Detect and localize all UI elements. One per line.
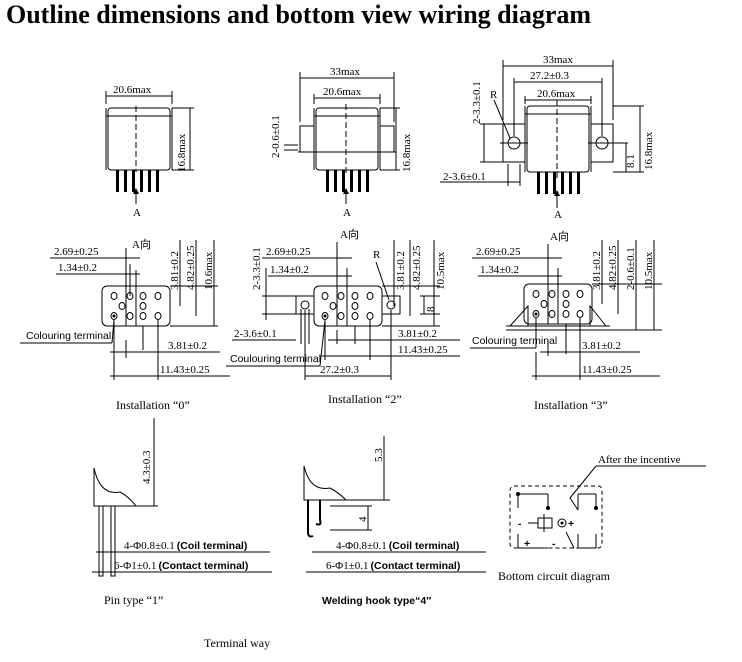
p4-coil-text: 4-Φ0.8±0.1(Coil terminal) xyxy=(336,540,459,552)
b0-aview-label: A向 xyxy=(132,237,151,251)
b3-aview-label: A向 xyxy=(550,229,569,243)
terminal-way-label: Terminal way xyxy=(204,636,270,650)
circuit-minus-top: - xyxy=(518,518,522,530)
b2-v3-label: 10.5max xyxy=(435,251,447,290)
terminal-pin-group xyxy=(532,290,584,318)
p1-contact-prefix: 6-Φ1±0.1 xyxy=(114,560,157,572)
b3-v2-label: 4.82±0.25 xyxy=(607,245,619,290)
v3-height-label: 16.8max xyxy=(643,131,655,170)
p1-contact-text: 6-Φ1±0.1(Contact terminal) xyxy=(114,560,248,572)
p4-contact-text: 6-Φ1±0.1(Contact terminal) xyxy=(326,560,460,572)
b2-h2-label: 11.43±0.25 xyxy=(398,344,448,356)
v2-holes-label: 2-0.6±0.1 xyxy=(270,115,282,158)
b3-v1-label: 3.81±0.2 xyxy=(591,251,603,290)
v3-overall-label: 33max xyxy=(543,54,573,66)
b2-caption: Installation “2” xyxy=(328,392,402,406)
page-title: Outline dimensions and bottom view wirin… xyxy=(6,0,592,29)
b3-colour-label: Colouring terminal xyxy=(472,335,557,347)
b2-v1-label: 3.81±0.2 xyxy=(395,251,407,290)
p4-height-label: 5.3 xyxy=(373,448,385,462)
v2-width-label: 20.6max xyxy=(323,86,362,98)
b3-h1-label: 3.81±0.2 xyxy=(582,340,621,352)
v3-arrow-label: A xyxy=(554,209,562,221)
bottom-view-installation-3: 2.69±0.25 1.34±0.2 A向 3.81±0.2 4.82±0.25… xyxy=(470,229,662,412)
v2-height-label: 16.8max xyxy=(401,133,413,172)
b3-d1-label: 2.69±0.25 xyxy=(476,246,521,258)
b3-v4-label: 10.5max xyxy=(643,251,655,290)
side-view-installation-2: 33max 20.6max 16.8max 2-0.6±0.1 A xyxy=(270,66,413,219)
p4-hook-label: 4 xyxy=(357,516,369,522)
welding-hook-type-4-detail: 5.3 4 4-Φ0.8±0.1(Coil terminal) 6-Φ1±0.1… xyxy=(303,436,486,607)
bottom-view-installation-0: 2.69±0.25 1.34±0.2 A向 3.81±0.2 4.82±0.25… xyxy=(20,237,230,412)
v3-width-label: 20.6max xyxy=(537,88,576,100)
p1-coil-text: 4-Φ0.8±0.1(Coil terminal) xyxy=(124,540,247,552)
circuit-caption: Bottom circuit diagram xyxy=(498,569,611,583)
bottom-view-installation-2: 2-3.3±0.1 2.69±0.25 1.34±0.2 A向 R 3.81±0… xyxy=(226,227,460,406)
pin-type-1-detail: 4.3±0.3 4-Φ0.8±0.1(Coil terminal) 6-Φ1±0… xyxy=(92,418,272,607)
b2-colour-label: Coulouring terminal xyxy=(230,353,321,365)
p4-contact-prefix: 6-Φ1±0.1 xyxy=(326,560,369,572)
v3-holes-side-label: 2-3.6±0.1 xyxy=(443,171,486,183)
b0-caption: Installation “0” xyxy=(116,398,190,412)
b3-d2-label: 1.34±0.2 xyxy=(480,264,519,276)
b2-r-label: R xyxy=(373,249,381,261)
p4-contact-label: (Contact terminal) xyxy=(371,560,461,572)
b3-v3-label: 2-0.6±0.1 xyxy=(625,247,637,290)
v3-pitch-label: 27.2±0.3 xyxy=(530,70,570,82)
p4-caption: Welding hook type“4″ xyxy=(322,595,431,607)
b2-d2-label: 1.34±0.2 xyxy=(270,264,309,276)
b2-hole-dia-label: 2-3.6±0.1 xyxy=(234,328,277,340)
b0-colour-label: Colouring terminal xyxy=(26,330,111,342)
b2-holes-label: 2-3.3±0.1 xyxy=(251,247,263,290)
b0-v3-label: 10.6max xyxy=(203,251,215,290)
b0-h2-label: 11.43±0.25 xyxy=(160,364,210,376)
side-view-installation-0: 20.6max 16.8max A xyxy=(105,84,194,219)
b0-d1-label: 2.69±0.25 xyxy=(54,246,99,258)
b3-caption: Installation “3” xyxy=(534,398,608,412)
v0-width-label: 20.6max xyxy=(113,84,152,96)
b2-v2-label: 4.82±0.25 xyxy=(411,245,423,290)
b2-aview-label: A向 xyxy=(340,227,359,241)
circuit-after-label: After the incentive xyxy=(598,454,681,466)
terminal-pin-group xyxy=(321,292,374,320)
b2-h1-label: 3.81±0.2 xyxy=(398,328,437,340)
p1-caption: Pin type “1” xyxy=(104,593,163,607)
p4-coil-prefix: 4-Φ0.8±0.1 xyxy=(336,540,387,552)
side-view-installation-3: 33max 27.2±0.3 20.6max R 2-3.3±0.1 2-3.6… xyxy=(440,54,655,221)
p1-coil-label: (Coil terminal) xyxy=(177,540,248,552)
v0-arrow-label: A xyxy=(133,207,141,219)
v3-r-label: R xyxy=(490,89,498,101)
v0-height-label: 16.8max xyxy=(176,133,188,172)
v3-offset-label: 8.1 xyxy=(625,154,637,168)
p1-contact-label: (Contact terminal) xyxy=(159,560,249,572)
b2-pitch-label: 27.2±0.3 xyxy=(320,364,360,376)
v2-overall-label: 33max xyxy=(330,66,360,78)
terminal-pin-group xyxy=(110,292,162,320)
b0-h1-label: 3.81±0.2 xyxy=(168,340,207,352)
circuit-plus-right: + xyxy=(568,518,574,530)
b0-d2-label: 1.34±0.2 xyxy=(58,262,97,274)
b0-v1-label: 3.81±0.2 xyxy=(169,251,181,290)
bottom-circuit-diagram: After the incentive - + + - Bottom circu… xyxy=(498,454,706,583)
p4-coil-label: (Coil terminal) xyxy=(389,540,460,552)
b2-side-label: 8 xyxy=(425,306,437,312)
p1-height-label: 4.3±0.3 xyxy=(141,450,153,484)
v3-holes-top-label: 2-3.3±0.1 xyxy=(471,81,483,124)
b0-v2-label: 4.82±0.25 xyxy=(185,245,197,290)
b3-h2-label: 11.43±0.25 xyxy=(582,364,632,376)
b2-d1-label: 2.69±0.25 xyxy=(266,246,311,258)
v2-arrow-label: A xyxy=(343,207,351,219)
circuit-minus-bottom: - xyxy=(552,538,556,550)
circuit-plus-bottom: + xyxy=(524,538,530,550)
p1-coil-prefix: 4-Φ0.8±0.1 xyxy=(124,540,175,552)
